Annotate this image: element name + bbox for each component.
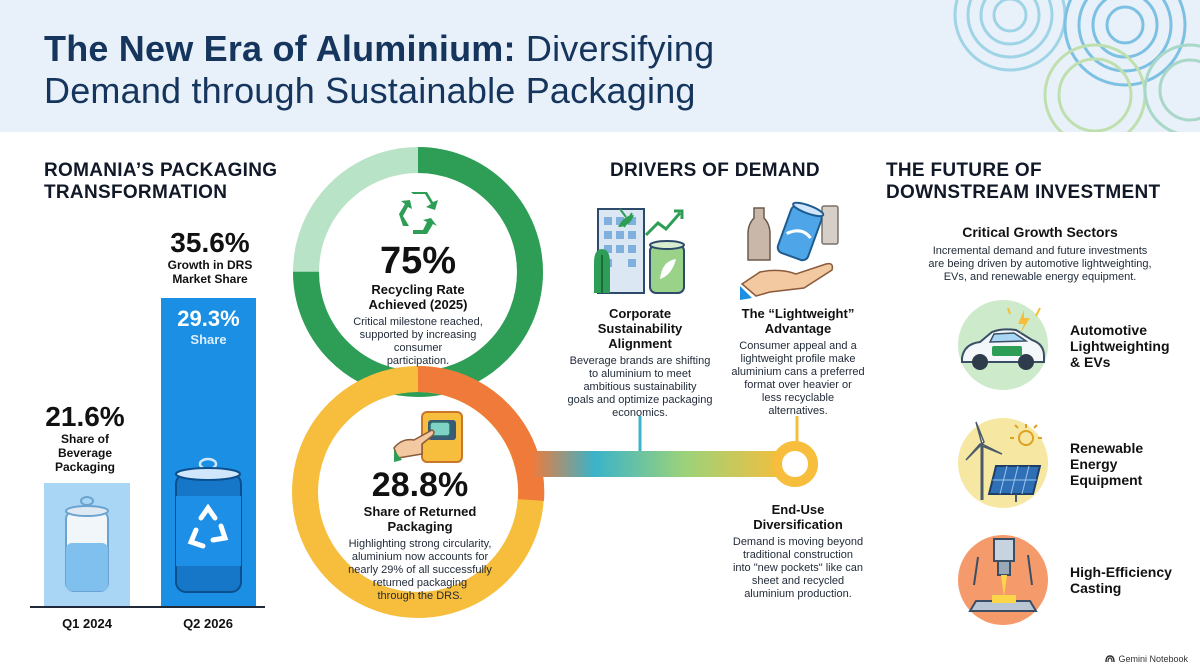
wind-solar-icon <box>965 421 1042 502</box>
recycle-icon <box>399 192 438 234</box>
gemini-notebook-badge: Gemini Notebook <box>1105 654 1188 664</box>
car-icon <box>961 307 1045 370</box>
can-icon <box>65 496 109 592</box>
building-can-icon <box>594 208 685 294</box>
future-heading: THE FUTURE OF DOWNSTREAM INVESTMENT <box>886 160 1161 203</box>
hand-can-icon <box>393 411 463 463</box>
renewable-circle <box>958 418 1048 508</box>
returned-stat: 28.8% Share of Returned Packaging Highli… <box>348 466 492 602</box>
drivers-heading: DRIVERS OF DEMAND <box>610 160 820 181</box>
hand-bottles-icon <box>740 201 839 300</box>
connector-bar <box>531 451 786 477</box>
beverage-share-stat: 21.6% Share of Beverage Packaging <box>45 401 125 475</box>
decorative-circles <box>953 0 1200 132</box>
gemini-icon <box>1105 655 1116 663</box>
casting-circle <box>958 535 1048 625</box>
returned-ring-orange <box>417 365 545 501</box>
automotive-label: Automotive Lightweighting & EVs <box>1070 322 1170 370</box>
page-title: The New Era of Aluminium: Diversifying D… <box>44 28 715 111</box>
recycling-stat: 75% Recycling Rate Achieved (2025) Criti… <box>353 240 483 367</box>
lightweight-advantage: The “Lightweight” Advantage Consumer app… <box>731 306 865 417</box>
bar-axis <box>30 606 265 608</box>
recycle-can-icon <box>175 457 242 593</box>
q1-label: Q1 2024 <box>62 616 112 631</box>
end-use-node <box>772 441 818 487</box>
end-use-diversification: End-Use Diversification Demand is moving… <box>732 502 864 600</box>
growth-stat: 35.6% Growth in DRS Market Share <box>167 227 253 287</box>
romania-heading: ROMANIA’S PACKAGING TRANSFORMATION <box>44 160 278 203</box>
share-stat: 29.3% Share <box>177 306 240 347</box>
bar-q1-2024 <box>44 483 130 606</box>
casting-icon <box>968 538 1038 612</box>
bar-q2-2026: 29.3% Share <box>161 298 256 606</box>
automotive-circle <box>958 300 1048 390</box>
q2-label: Q2 2026 <box>183 616 233 631</box>
casting-label: High-Efficiency Casting <box>1070 564 1172 596</box>
header-banner: The New Era of Aluminium: Diversifying D… <box>0 0 1200 132</box>
growth-sectors: Critical Growth Sectors Incremental dema… <box>928 224 1152 283</box>
renewable-label: Renewable Energy Equipment <box>1070 440 1144 488</box>
corporate-sustainability: Corporate Sustainability Alignment Bever… <box>567 306 713 419</box>
